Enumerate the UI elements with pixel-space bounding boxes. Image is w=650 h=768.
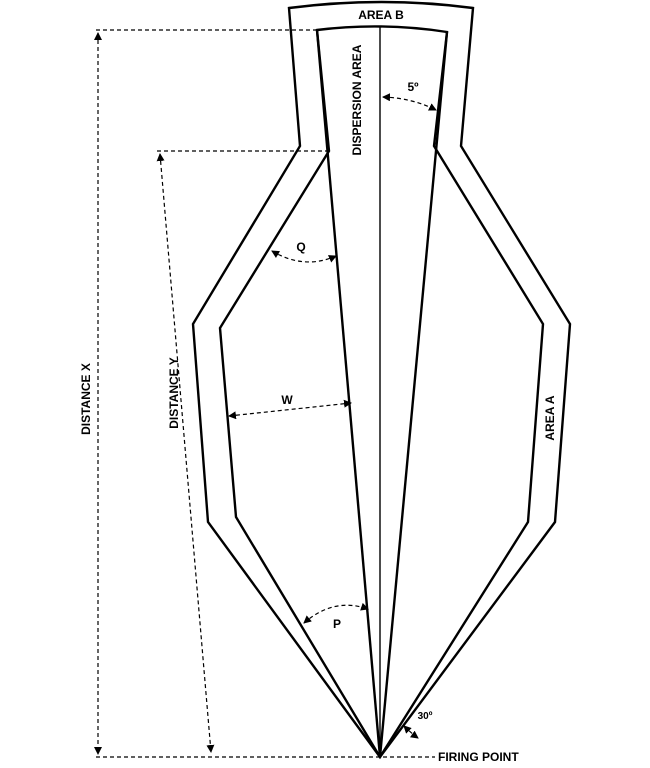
dispersion-area-label: DISPERSION AREA [350,44,364,155]
angle-30-label: 30º [418,711,433,722]
area-a-outer-boundary [191,0,572,760]
angle-p-label: P [333,617,341,631]
area-b-label: AREA B [358,8,404,22]
angle-5-label: 5º [407,80,419,94]
angle-5-arc [382,93,437,111]
firing-point-label: FIRING POINT [438,750,519,763]
distance-y-label: DISTANCE Y [167,357,181,429]
distance-y-dimension [156,153,215,753]
dispersion-right-edge [378,31,449,758]
angle-w-label: W [281,393,293,407]
angle-p-arc [303,602,369,624]
distance-x-label: DISTANCE X [79,363,93,435]
angle-q-label: Q [296,240,305,254]
area-a-inner-boundary [218,25,545,760]
area-a-label: AREA A [543,395,557,440]
dispersion-left-edge [315,29,382,758]
angle-30-arc [403,725,419,739]
